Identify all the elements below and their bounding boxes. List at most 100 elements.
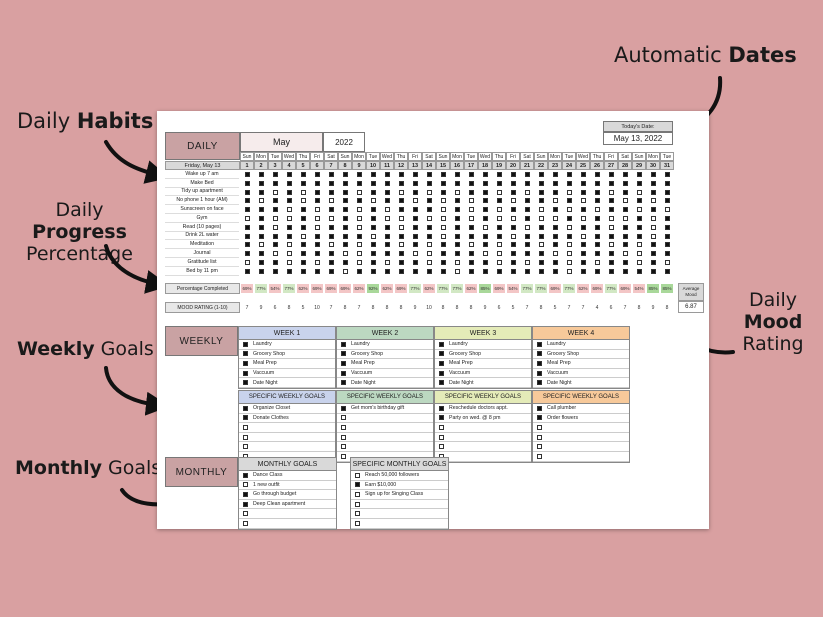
habit-checkbox[interactable] <box>580 180 586 186</box>
goal-checkbox[interactable] <box>341 424 346 430</box>
habit-checkbox[interactable] <box>510 180 516 186</box>
habit-checkbox[interactable] <box>300 207 306 213</box>
habit-checkbox[interactable] <box>538 207 544 213</box>
habit-checkbox[interactable] <box>524 216 530 221</box>
mood-cell[interactable]: 7 <box>581 304 585 311</box>
habit-checkbox[interactable] <box>636 207 642 213</box>
habit-checkbox[interactable] <box>538 216 544 221</box>
habit-checkbox[interactable] <box>566 172 572 177</box>
habit-checkbox[interactable] <box>426 260 432 265</box>
habit-checkbox[interactable] <box>496 180 502 186</box>
habit-checkbox[interactable] <box>440 198 446 204</box>
habit-checkbox[interactable] <box>636 216 642 221</box>
habit-checkbox[interactable] <box>510 242 516 248</box>
habit-checkbox[interactable] <box>440 251 446 257</box>
habit-checkbox[interactable] <box>272 172 278 177</box>
habit-checkbox[interactable] <box>608 242 614 248</box>
habit-checkbox[interactable] <box>272 242 278 248</box>
goal-checkbox[interactable] <box>537 424 542 430</box>
habit-checkbox[interactable] <box>356 242 362 248</box>
habit-checkbox[interactable] <box>272 251 278 257</box>
habit-checkbox[interactable] <box>370 216 376 221</box>
habit-checkbox[interactable] <box>328 216 334 221</box>
habit-checkbox[interactable] <box>440 216 446 221</box>
habit-checkbox[interactable] <box>426 180 432 186</box>
habit-checkbox[interactable] <box>608 260 614 265</box>
habit-checkbox[interactable] <box>622 233 628 239</box>
habit-checkbox[interactable] <box>482 180 488 186</box>
habit-checkbox[interactable] <box>412 233 418 239</box>
goal-checkbox[interactable] <box>243 520 248 526</box>
habit-checkbox[interactable] <box>538 268 544 274</box>
habit-checkbox[interactable] <box>244 251 250 257</box>
habit-checkbox[interactable] <box>552 224 558 230</box>
habit-checkbox[interactable] <box>426 216 432 221</box>
habit-checkbox[interactable] <box>482 242 488 248</box>
habit-checkbox[interactable] <box>580 172 586 177</box>
habit-checkbox[interactable] <box>328 180 334 186</box>
habit-checkbox[interactable] <box>496 189 502 195</box>
habit-checkbox[interactable] <box>496 172 502 177</box>
mood-cell[interactable]: 7 <box>357 304 361 311</box>
goal-checkbox[interactable] <box>243 444 248 450</box>
habit-checkbox[interactable] <box>412 180 418 186</box>
habit-checkbox[interactable] <box>398 260 404 265</box>
habit-checkbox[interactable] <box>552 268 558 274</box>
habit-checkbox[interactable] <box>636 242 642 248</box>
habit-checkbox[interactable] <box>482 233 488 239</box>
habit-checkbox[interactable] <box>342 242 348 248</box>
habit-checkbox[interactable] <box>342 189 348 195</box>
habit-checkbox[interactable] <box>496 216 502 221</box>
habit-checkbox[interactable] <box>510 260 516 265</box>
habit-checkbox[interactable] <box>552 242 558 248</box>
habit-checkbox[interactable] <box>258 198 264 204</box>
habit-checkbox[interactable] <box>398 180 404 186</box>
habit-checkbox[interactable] <box>272 268 278 274</box>
habit-checkbox[interactable] <box>566 216 572 221</box>
habit-checkbox[interactable] <box>622 216 628 221</box>
habit-checkbox[interactable] <box>482 198 488 204</box>
mood-cell[interactable]: 8 <box>539 304 543 311</box>
mood-cell[interactable]: 5 <box>511 304 515 311</box>
habit-checkbox[interactable] <box>468 180 474 186</box>
habit-checkbox[interactable] <box>566 198 572 204</box>
habit-checkbox[interactable] <box>566 251 572 257</box>
habit-checkbox[interactable] <box>384 198 390 204</box>
goal-checkbox[interactable] <box>537 434 542 440</box>
habit-checkbox[interactable] <box>244 260 250 265</box>
habit-checkbox[interactable] <box>524 207 530 213</box>
habit-checkbox[interactable] <box>440 233 446 239</box>
habit-checkbox[interactable] <box>356 172 362 177</box>
habit-checkbox[interactable] <box>566 207 572 213</box>
mood-cell[interactable]: 6 <box>609 304 613 311</box>
habit-checkbox[interactable] <box>482 224 488 230</box>
habit-checkbox[interactable] <box>552 251 558 257</box>
habit-checkbox[interactable] <box>258 189 264 195</box>
habit-checkbox[interactable] <box>454 198 460 204</box>
habit-checkbox[interactable] <box>342 216 348 221</box>
task-checkbox[interactable] <box>243 360 248 366</box>
habit-checkbox[interactable] <box>622 207 628 213</box>
habit-checkbox[interactable] <box>524 189 530 195</box>
task-checkbox[interactable] <box>439 341 444 347</box>
habit-checkbox[interactable] <box>314 216 320 221</box>
mood-cell[interactable]: 9 <box>259 304 263 311</box>
habit-checkbox[interactable] <box>370 268 376 274</box>
habit-checkbox[interactable] <box>468 198 474 204</box>
habit-checkbox[interactable] <box>356 189 362 195</box>
habit-checkbox[interactable] <box>538 180 544 186</box>
goal-checkbox[interactable] <box>537 415 542 421</box>
habit-checkbox[interactable] <box>566 189 572 195</box>
habit-checkbox[interactable] <box>258 242 264 248</box>
habit-checkbox[interactable] <box>594 268 600 274</box>
habit-checkbox[interactable] <box>384 233 390 239</box>
habit-checkbox[interactable] <box>510 207 516 213</box>
goal-checkbox[interactable] <box>537 405 542 411</box>
goal-checkbox[interactable] <box>439 415 444 421</box>
task-checkbox[interactable] <box>439 360 444 366</box>
habit-checkbox[interactable] <box>650 242 656 248</box>
habit-checkbox[interactable] <box>426 198 432 204</box>
habit-checkbox[interactable] <box>328 242 334 248</box>
habit-checkbox[interactable] <box>622 189 628 195</box>
habit-checkbox[interactable] <box>244 268 250 274</box>
